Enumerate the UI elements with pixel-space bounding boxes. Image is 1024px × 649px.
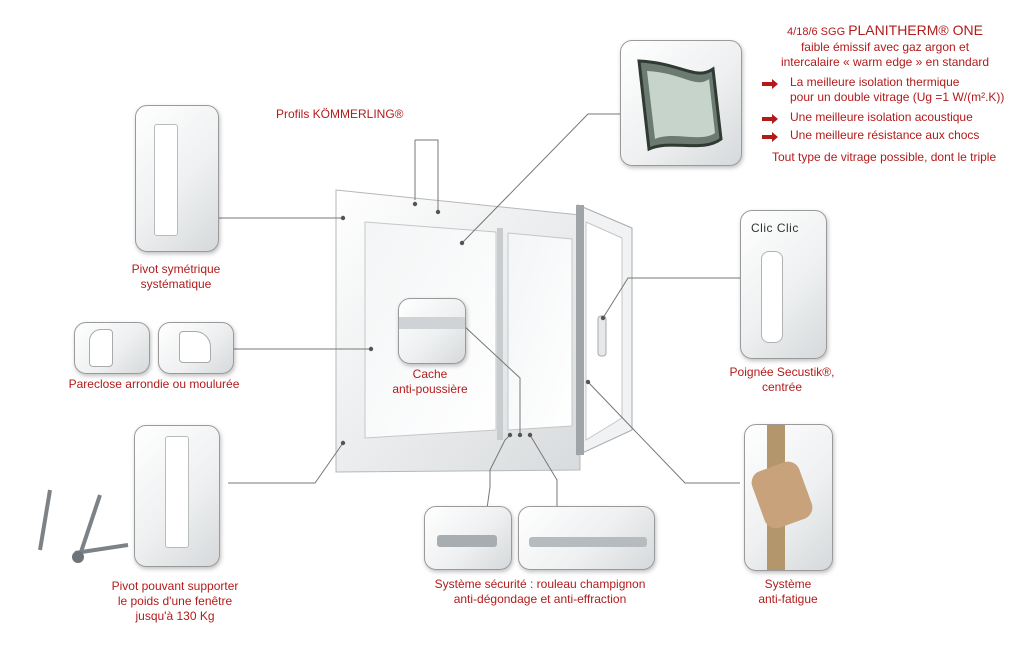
pareclose-label: Pareclose arrondie ou moulurée (68, 377, 240, 391)
open-sash (576, 204, 633, 456)
clic-text: Clic Clic (751, 221, 799, 235)
glazing-panel (620, 40, 742, 166)
leader-lines (218, 113, 741, 531)
pareclose-arrondie-panel (74, 322, 150, 374)
glazing-title: 4/18/6 SGG PLANITHERM® ONE faible émissi… (780, 22, 990, 70)
poignee-label: Poignée Secustik®,centrée (729, 365, 835, 394)
poignee-panel: Clic Clic (740, 210, 827, 359)
pivot-image (154, 124, 178, 236)
anti-fatigue-panel (744, 424, 833, 571)
securite-panel-left (424, 506, 512, 570)
handle-image (761, 251, 783, 343)
profils-label: Profils KÖMMERLING® (276, 107, 404, 121)
pivot-130-panel (134, 425, 220, 567)
pareclose-mouluree-panel (158, 322, 234, 374)
leader-dots (340, 201, 606, 446)
glazing-icon (637, 59, 723, 152)
benefit-impact: Une meilleure résistance aux chocs (790, 128, 980, 142)
arrow-right-icon (762, 114, 778, 124)
securite-panel-right (518, 506, 655, 570)
pivot-hardware-icon (38, 489, 129, 563)
pivot-symetrique-panel (135, 105, 219, 252)
arrow-right-icon (762, 132, 778, 142)
benefit-acoustic: Une meilleure isolation acoustique (790, 110, 973, 124)
glazing-note: Tout type de vitrage possible, dont le t… (772, 150, 997, 164)
arrow-right-icon (762, 79, 778, 89)
cache-panel (398, 298, 466, 364)
